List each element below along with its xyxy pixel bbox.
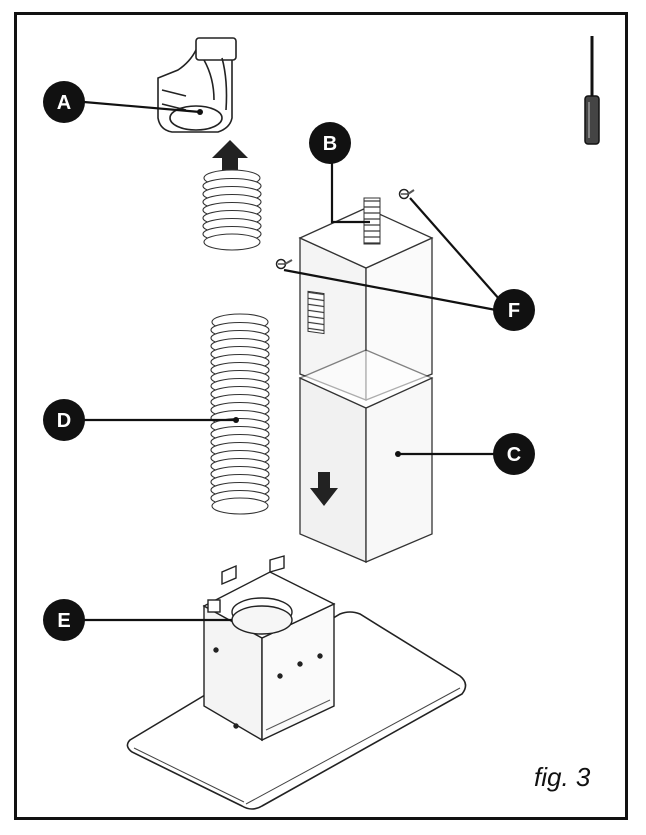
callout-c-label: C xyxy=(507,444,521,466)
callout-d: D xyxy=(43,399,85,441)
up-arrow-icon xyxy=(212,140,248,172)
screw-icon-left xyxy=(275,258,293,270)
duct-connector xyxy=(157,37,237,133)
flexible-hose-long xyxy=(210,313,270,515)
motor-housing xyxy=(202,555,336,742)
callout-d-label: D xyxy=(57,410,71,432)
down-arrow-icon xyxy=(310,472,338,506)
callout-a-label: A xyxy=(57,92,71,114)
callout-b: B xyxy=(309,122,351,164)
leader-line-f-right xyxy=(409,197,501,301)
screw-icon-right xyxy=(398,188,415,200)
leader-lines xyxy=(83,100,501,622)
callout-f: F xyxy=(493,289,535,331)
figure-caption: fig. 3 xyxy=(534,762,591,792)
callout-f-label: F xyxy=(508,300,520,322)
callout-a: A xyxy=(43,81,85,123)
callout-e: E xyxy=(43,599,85,641)
flexible-hose-short xyxy=(202,169,262,251)
leader-line-b xyxy=(330,160,370,224)
leader-line-a xyxy=(83,100,201,114)
screwdriver-icon xyxy=(584,36,600,145)
callout-b-label: B xyxy=(323,133,337,155)
callout-c: C xyxy=(493,433,535,475)
callout-e-label: E xyxy=(57,610,70,632)
leader-line-f-left xyxy=(283,268,497,312)
chimney-lower xyxy=(298,349,434,563)
